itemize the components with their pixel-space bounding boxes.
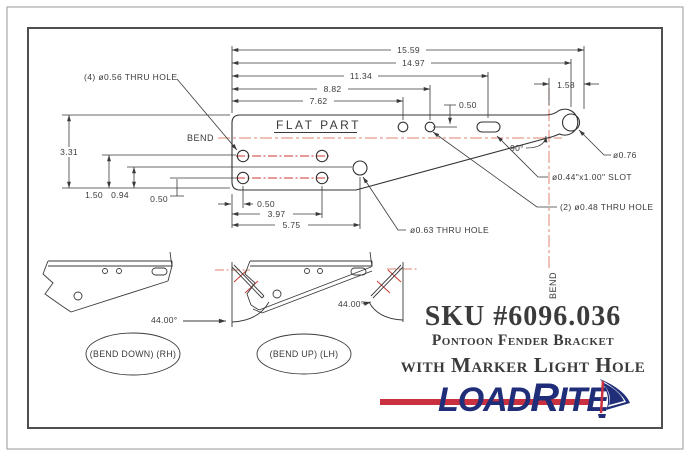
product-name: Pontoon Fender Bracket: [431, 332, 615, 350]
sheet-border: [6, 6, 684, 450]
side-view-bend-down: [42, 251, 270, 376]
thru-hole: [236, 171, 250, 185]
dim-0-50-bottom: 0.50: [257, 199, 275, 209]
label-bend-horizontal: BEND: [187, 133, 214, 143]
label-hole076: ø0.76: [613, 150, 637, 160]
thru-hole: [236, 149, 250, 163]
logo-red-bar: [380, 399, 592, 406]
sku-number: SKU #6096.036: [424, 301, 622, 332]
dim-1-50: 1.50: [85, 190, 103, 200]
thru-hole-063: [352, 160, 368, 176]
dim-0-94: 0.94: [111, 190, 129, 200]
dim-14-97: 14.97: [402, 58, 425, 68]
dim-5-75: 5.75: [283, 220, 301, 230]
angle-44-right: 44.00°: [338, 299, 364, 309]
dim-7-62: 7.62: [310, 96, 328, 106]
thru-hole: [315, 171, 329, 185]
marker-light-hole: [561, 113, 581, 132]
thru-hole-048: [397, 121, 409, 133]
flat-part-label: FLAT PART: [276, 118, 361, 132]
bend-centerlines: [215, 88, 562, 294]
dim-15-59: 15.59: [397, 45, 420, 55]
title-block: SKU #6096.036 Pontoon Fender Bracket wit…: [374, 302, 672, 419]
thru-hole: [315, 149, 329, 163]
angle-44-left: 44.00°: [151, 315, 177, 325]
dim-8-82: 8.82: [324, 84, 342, 94]
label-hole048: (2) ø0.48 THRU HOLE: [560, 202, 653, 212]
dim-90-deg: 90°: [510, 143, 524, 153]
dim-11-34: 11.34: [350, 71, 372, 81]
label-bend-down-rh: (BEND DOWN) (RH): [90, 349, 176, 359]
slot: [476, 121, 501, 133]
label-hole4: (4) ø0.56 THRU HOLE: [84, 72, 177, 82]
sail-icon: [598, 379, 630, 419]
dim-1-58: 1.58: [557, 80, 575, 90]
label-bend-up-lh: (BEND UP) (LH): [270, 349, 339, 359]
loadrite-logo: LOADRITE: [374, 376, 672, 421]
leader-lines: [176, 78, 611, 231]
label-slot: ø0.44"x1.00" SLOT: [552, 172, 632, 182]
side-view-bend-up: [244, 251, 404, 375]
dim-3-97: 3.97: [268, 209, 286, 219]
part-outline: [231, 108, 581, 191]
dim-3-31: 3.31: [60, 147, 78, 157]
product-subtitle: with Marker Light Hole: [400, 353, 646, 378]
logo-text-load: LOAD: [437, 381, 531, 420]
dim-0-50-left: 0.50: [150, 194, 168, 204]
label-bend-vertical: BEND: [548, 272, 558, 299]
dim-text-backgrounds: [55, 45, 431, 230]
dim-0-50-top: 0.50: [459, 100, 477, 110]
logo-text-r: R: [530, 376, 559, 421]
label-hole063: ø0.63 THRU HOLE: [410, 225, 489, 235]
